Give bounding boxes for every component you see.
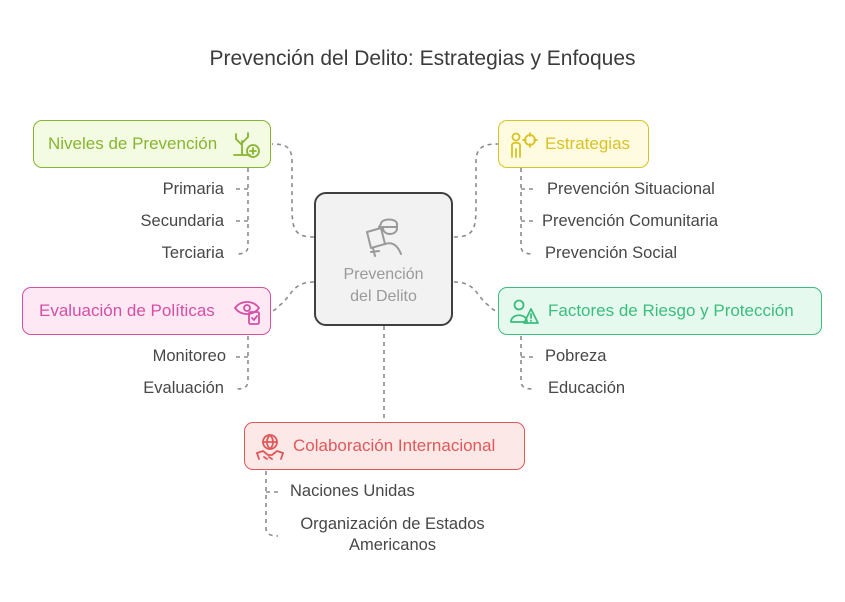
- item-educacion: Educación: [548, 379, 626, 397]
- branch-colaboracion-internacional[interactable]: Colaboración Internacional: [244, 422, 525, 470]
- thief-icon: [366, 218, 402, 257]
- item-prevencion-situacional: Prevención Situacional: [547, 180, 715, 198]
- item-secundaria: Secundaria: [140, 212, 224, 230]
- item-monitoreo: Monitoreo: [152, 347, 226, 365]
- center-node[interactable]: Prevención del Delito: [314, 192, 453, 326]
- diagram-title: Prevención del Delito: Estrategias y Enf…: [209, 47, 636, 70]
- branch-evaluacion-de-politicas[interactable]: Evaluación de Políticas: [22, 287, 271, 335]
- globe-handshake-icon: [256, 434, 284, 460]
- connector-estrategias: [453, 143, 499, 238]
- branch-factores-label: Factores de Riesgo y Protección: [548, 301, 794, 320]
- connector-colaboracion-items: [265, 471, 279, 537]
- branch-factores-de-riesgo[interactable]: Factores de Riesgo y Protección: [498, 287, 822, 335]
- item-pobreza: Pobreza: [545, 347, 607, 365]
- center-label-line2: del Delito: [350, 288, 417, 305]
- connector-factores-items: [520, 336, 534, 390]
- connector-factores: [453, 281, 499, 312]
- item-organizacion-estados-americanos: Organización de Estados Americanos: [280, 514, 505, 556]
- plant-shield-icon: [233, 132, 260, 158]
- connector-niveles: [271, 143, 315, 238]
- branch-estrategias[interactable]: Estrategias: [498, 120, 649, 168]
- center-label: Prevención del Delito: [316, 264, 451, 308]
- center-label-line1: Prevención: [343, 266, 424, 283]
- branch-evaluacion-label: Evaluación de Políticas: [39, 301, 215, 320]
- item-primaria: Primaria: [162, 180, 224, 198]
- item-prevencion-social: Prevención Social: [545, 244, 678, 262]
- connector-evaluacion-items: [235, 336, 249, 390]
- branch-colaboracion-label: Colaboración Internacional: [293, 436, 496, 455]
- eye-clipboard-icon: [234, 301, 260, 325]
- item-evaluacion: Evaluación: [143, 379, 224, 397]
- connector-evaluacion: [271, 281, 315, 312]
- item-prevencion-comunitaria: Prevención Comunitaria: [542, 212, 719, 230]
- connector-niveles-items: [235, 168, 249, 255]
- connector-estrategias-items: [520, 168, 534, 255]
- item-naciones-unidas: Naciones Unidas: [290, 482, 415, 500]
- item-oea-line2: Americanos: [348, 536, 437, 554]
- item-oea-line1: Organización de Estados: [300, 515, 485, 533]
- person-warning-icon: [510, 299, 539, 324]
- person-target-icon: [511, 132, 538, 158]
- branch-estrategias-label: Estrategias: [545, 134, 631, 153]
- branch-niveles-de-prevencion[interactable]: Niveles de Prevención: [33, 120, 271, 168]
- item-terciaria: Terciaria: [161, 244, 224, 262]
- branch-niveles-label: Niveles de Prevención: [48, 134, 218, 153]
